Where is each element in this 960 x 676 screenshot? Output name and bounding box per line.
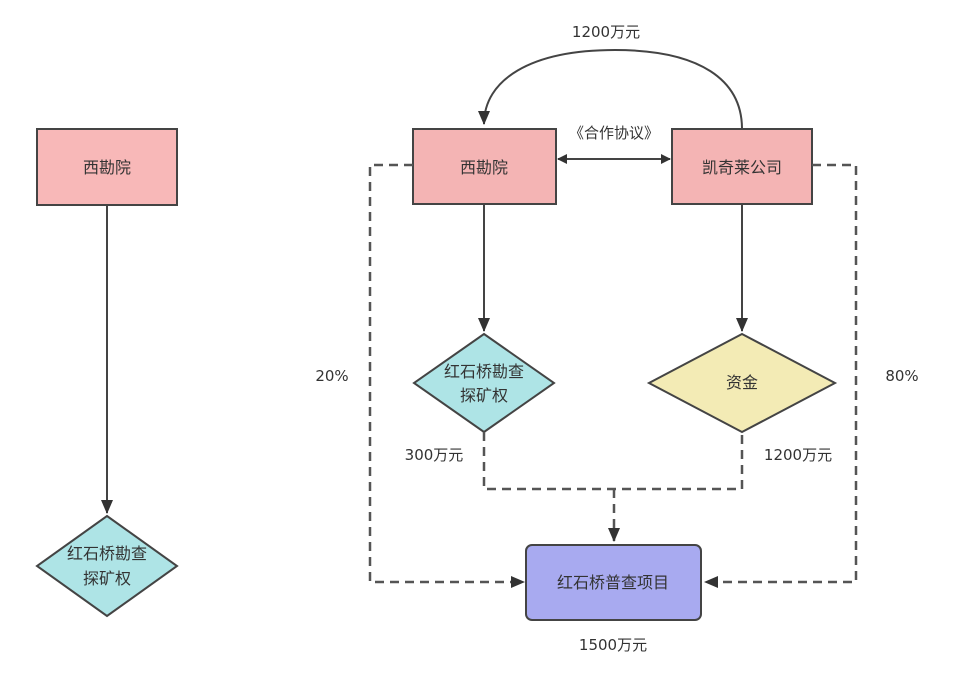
agreement-label: 《合作协议》 bbox=[569, 124, 659, 142]
right-asset-label-line2: 探矿权 bbox=[460, 386, 508, 405]
right-asset-label-line1: 红石桥勘查 bbox=[444, 362, 524, 381]
xikanyuan-node[interactable]: 西勘院 bbox=[412, 128, 557, 205]
right-share-label: 80% bbox=[885, 367, 918, 385]
left-asset-label-line2: 探矿权 bbox=[83, 569, 131, 588]
asset-value-label: 300万元 bbox=[405, 446, 464, 464]
project-node[interactable]: 红石桥普查项目 bbox=[525, 544, 702, 621]
contribution-merge-line bbox=[482, 432, 744, 491]
xikanyuan-label: 西勘院 bbox=[460, 158, 508, 177]
right-share-line bbox=[704, 163, 858, 588]
left-asset-label-line1: 红石桥勘查 bbox=[67, 544, 147, 563]
left-share-line bbox=[368, 163, 525, 588]
company-label: 凯奇莱公司 bbox=[702, 158, 782, 177]
project-label: 红石桥普查项目 bbox=[557, 573, 669, 592]
left-share-label: 20% bbox=[315, 367, 348, 385]
fund-label: 资金 bbox=[726, 373, 758, 392]
company-node[interactable]: 凯奇莱公司 bbox=[671, 128, 813, 205]
left-asset-node[interactable]: 红石桥勘查 探矿权 bbox=[35, 514, 179, 618]
left-org-label: 西勘院 bbox=[83, 158, 131, 177]
payment-curve-arrow bbox=[478, 48, 743, 130]
left-org-node[interactable]: 西勘院 bbox=[36, 128, 178, 206]
fund-value-label: 1200万元 bbox=[764, 446, 832, 464]
project-value-label: 1500万元 bbox=[579, 636, 647, 654]
payment-label: 1200万元 bbox=[572, 23, 640, 41]
fund-node[interactable]: 资金 bbox=[646, 332, 838, 434]
right-asset-node[interactable]: 红石桥勘查 探矿权 bbox=[412, 332, 556, 434]
